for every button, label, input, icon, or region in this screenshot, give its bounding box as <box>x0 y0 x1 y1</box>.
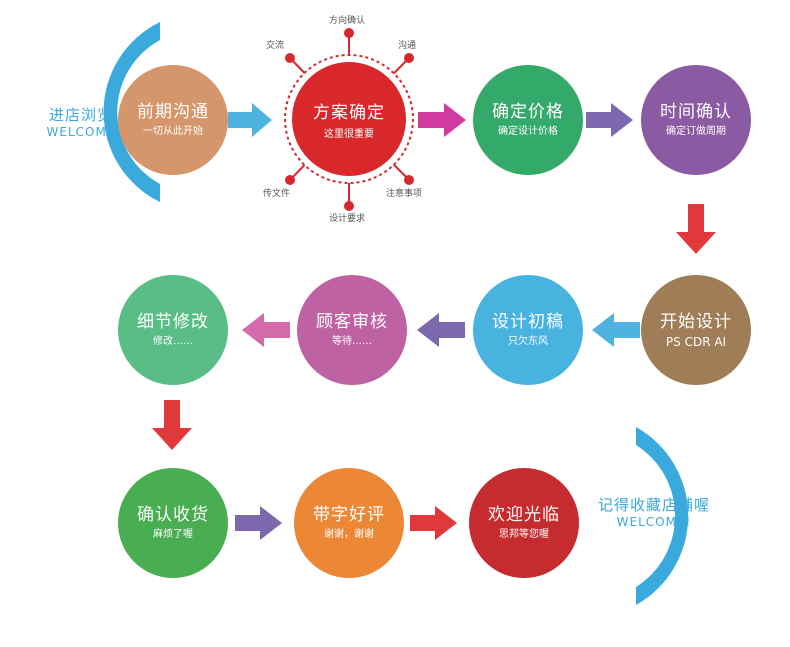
step-title: 设计初稿 <box>492 312 564 332</box>
spoke-label-3: 注意事项 <box>386 189 423 199</box>
step-subtitle: PS CDR AI <box>665 335 727 349</box>
step-node: 欢迎光临 思邦等您喔 <box>469 468 579 578</box>
welcome-right: 记得收藏店铺喔 WELCOME! <box>584 494 724 529</box>
step-title: 带字好评 <box>313 505 385 525</box>
step-subtitle: 思邦等您喔 <box>499 529 549 540</box>
arrow-2 <box>418 103 466 137</box>
step-title: 欢迎光临 <box>488 505 560 525</box>
arrow-4 <box>676 204 716 254</box>
step-title: 前期沟通 <box>137 102 209 122</box>
arrow-8 <box>152 400 192 450</box>
step-node: 设计初稿 只欠东风 <box>473 275 583 385</box>
step-node: 确认收货 麻烦了喔 <box>118 468 228 578</box>
step-node: 带字好评 谢谢，谢谢 <box>294 468 404 578</box>
welcome-bracket-left <box>103 22 160 202</box>
arrow-7 <box>242 313 290 347</box>
center-subtitle: 这里很重要 <box>324 129 374 140</box>
arrow-10 <box>410 506 457 540</box>
step-title: 细节修改 <box>137 312 209 332</box>
spoke-label-2: 沟通 <box>398 41 417 51</box>
step-node: 前期沟通 一切从此开始 <box>118 65 228 175</box>
step-title: 确定价格 <box>492 102 564 122</box>
step-subtitle: 修改…… <box>153 336 193 347</box>
step-title: 顾客审核 <box>316 312 388 332</box>
center-title: 方案确定 <box>313 103 385 123</box>
arrow-3 <box>586 103 633 137</box>
arrow-6 <box>417 313 465 347</box>
step-title: 时间确认 <box>660 102 732 122</box>
arrow-1 <box>228 103 272 137</box>
step-subtitle: 一切从此开始 <box>143 126 203 137</box>
spoke-label-4: 设计要求 <box>329 214 366 224</box>
step-subtitle: 等待…… <box>332 336 372 347</box>
arrow-9 <box>235 506 282 540</box>
step-subtitle: 确定设计价格 <box>498 126 558 137</box>
spoke-label-6: 交流 <box>266 41 285 51</box>
flow-arrows <box>152 103 716 540</box>
welcome-bracket-right <box>636 427 689 605</box>
step-node: 细节修改 修改…… <box>118 275 228 385</box>
step-node: 开始设计 PS CDR AI <box>641 275 751 385</box>
center-node: 方案确定 这里很重要 <box>292 62 406 176</box>
welcome-left: 进店浏览 WELCOME <box>36 104 126 139</box>
step-subtitle: 确定订做周期 <box>666 126 726 137</box>
welcome-left-line2: WELCOME <box>46 125 116 139</box>
spoke-label-1: 方向确认 <box>329 16 366 26</box>
step-subtitle: 麻烦了喔 <box>153 529 193 540</box>
step-node: 确定价格 确定设计价格 <box>473 65 583 175</box>
welcome-right-line2: WELCOME! <box>616 515 692 529</box>
arrow-5 <box>592 313 640 347</box>
step-title: 确认收货 <box>137 505 209 525</box>
welcome-left-line1: 进店浏览 <box>48 106 113 124</box>
step-subtitle: 只欠东风 <box>508 336 548 347</box>
step-node: 顾客审核 等待…… <box>297 275 407 385</box>
step-title: 开始设计 <box>660 312 732 332</box>
welcome-right-line1: 记得收藏店铺喔 <box>597 496 710 514</box>
step-subtitle: 谢谢，谢谢 <box>324 529 374 540</box>
spoke-label-5: 传文件 <box>263 189 291 199</box>
step-node: 时间确认 确定订做周期 <box>641 65 751 175</box>
